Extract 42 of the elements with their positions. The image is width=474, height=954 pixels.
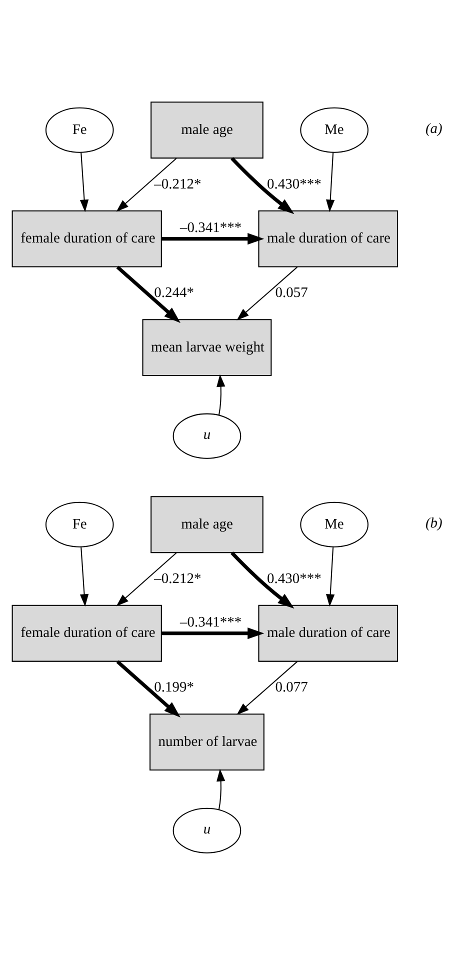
arrow <box>230 156 294 214</box>
node-ellipse: u <box>172 807 242 853</box>
edge-label: –0.212* <box>154 570 202 586</box>
arrow <box>326 152 335 212</box>
node-box: mean larvae weight <box>142 318 272 376</box>
arrow <box>162 627 264 639</box>
node-ellipse: u <box>172 412 242 458</box>
node-box: female duration of care <box>12 210 162 267</box>
edge-label: 0.430*** <box>267 176 322 192</box>
edge-label: 0.077 <box>275 679 308 696</box>
arrow <box>216 768 226 810</box>
node-ellipse: Me <box>300 501 368 547</box>
arrow <box>116 157 177 212</box>
arrow <box>236 660 298 714</box>
label: (b) <box>425 514 442 531</box>
node-box: number of larvae <box>150 713 264 770</box>
node-ellipse: Fe <box>45 501 114 547</box>
edge-label: 0.057 <box>275 284 308 301</box>
arrow <box>236 266 298 320</box>
node-box: male duration of care <box>258 210 398 267</box>
arrow <box>116 552 177 606</box>
arrow <box>80 546 89 606</box>
edge-label: 0.430*** <box>267 570 322 586</box>
label: (a) <box>425 120 442 136</box>
edge-label: 0.199* <box>154 679 194 696</box>
node-box: male age <box>150 496 264 553</box>
node-box: male duration of care <box>258 604 398 662</box>
arrow <box>116 660 180 718</box>
arrow <box>326 546 335 606</box>
node-box: female duration of care <box>12 604 162 662</box>
arrow <box>116 265 181 323</box>
arrow <box>216 374 226 415</box>
edge-label: –0.212* <box>154 176 202 192</box>
node-box: male age <box>150 101 264 158</box>
arrow <box>80 152 89 212</box>
arrow <box>162 232 264 244</box>
edge-label: –0.341*** <box>180 614 242 630</box>
edge-label: –0.341*** <box>180 219 242 236</box>
node-ellipse: Me <box>300 106 368 152</box>
arrow <box>230 550 294 608</box>
node-ellipse: Fe <box>45 106 114 152</box>
edge-label: 0.244* <box>154 284 194 301</box>
